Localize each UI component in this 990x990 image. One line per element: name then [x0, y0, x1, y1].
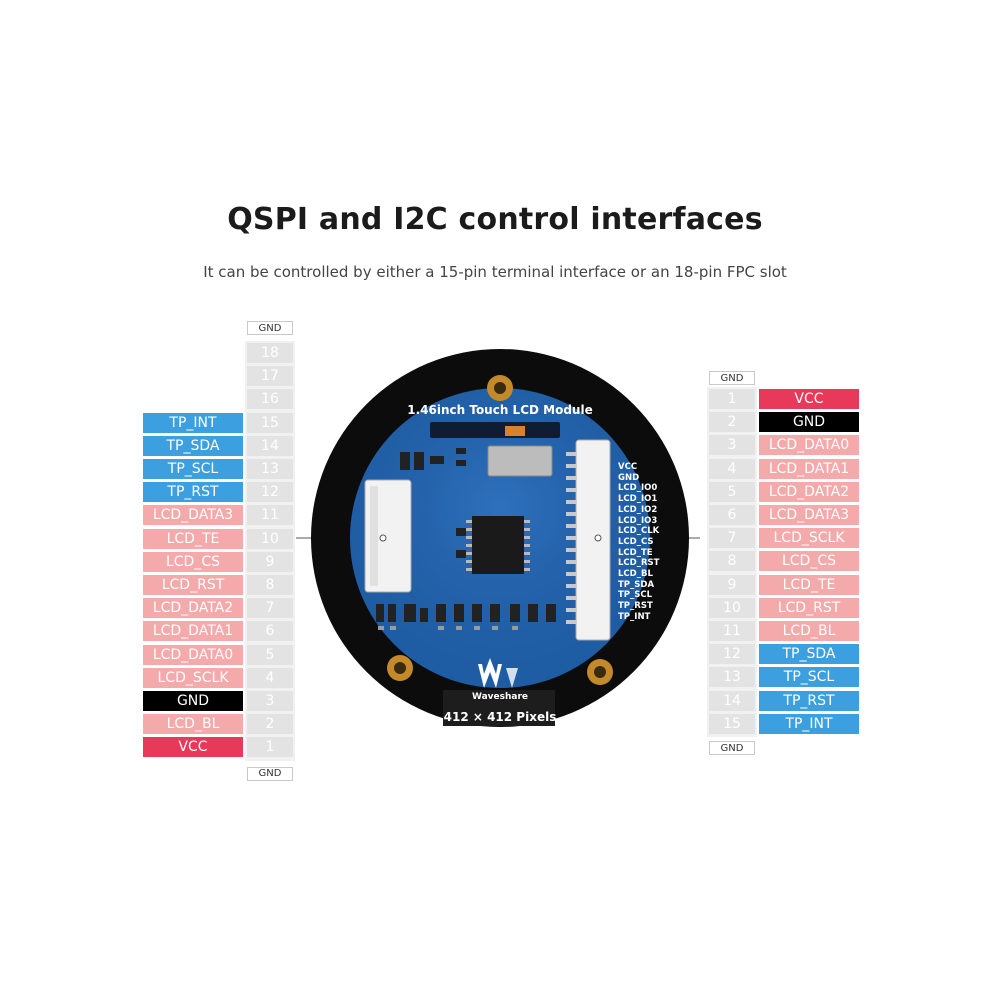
left-pin-number: 2 [247, 714, 293, 735]
left-pin-label: LCD_DATA1 [143, 621, 243, 642]
right-pin-label: LCD_CS [759, 551, 859, 572]
right-pin-number: 3 [709, 435, 755, 456]
left-pin-label: LCD_TE [143, 528, 243, 549]
right-pin-label: GND [759, 412, 859, 433]
right-pin-label: TP_INT [759, 713, 859, 734]
silkscreen-label: VCC [618, 462, 638, 472]
board-name: 1.46inch Touch LCD Module [407, 403, 593, 417]
left-pin-label: LCD_SCLK [143, 667, 243, 688]
right-gnd-bottom: GND [709, 741, 755, 755]
board-brand: Waveshare [471, 692, 529, 702]
mount-hole-top [487, 375, 513, 401]
left-pin-label: LCD_DATA0 [143, 644, 243, 665]
silkscreen-label: TP_SDA [618, 579, 655, 590]
left-pin-number: 13 [247, 459, 293, 479]
left-pin-number: 17 [247, 366, 293, 387]
silkscreen-label: GND [618, 472, 640, 483]
right-pin-number: 11 [709, 621, 755, 641]
left-pin-number: 5 [247, 644, 293, 665]
pcb-disc [350, 388, 650, 688]
right-pin-label: TP_SCL [759, 667, 859, 688]
left-pin-number: 15 [247, 412, 293, 433]
left-gnd-bottom: GND [247, 766, 293, 781]
right-pin-number: 15 [709, 713, 755, 734]
left-pin-label: LCD_DATA3 [143, 505, 243, 526]
left-pin-number: 14 [247, 435, 293, 456]
right-pin-number: 8 [709, 551, 755, 572]
right-gnd-top: GND [709, 371, 755, 385]
left-pin-number: 1 [247, 737, 293, 758]
board-resolution: 412 × 412 Pixels [443, 710, 557, 724]
silkscreen-label: TP_RST [618, 601, 653, 612]
terminal-connector-right [575, 439, 611, 641]
right-pin-number: 5 [709, 481, 755, 502]
left-pin-label: GND [143, 691, 243, 711]
fpc-connector-left [364, 479, 412, 593]
left-pin-label: VCC [143, 737, 243, 758]
left-pin-number: 9 [247, 551, 293, 572]
right-pin-number: 12 [709, 644, 755, 665]
left-pin-number: 3 [247, 691, 293, 711]
right-pin-label: LCD_DATA0 [759, 435, 859, 456]
silkscreen-label: LCD_CLK [618, 526, 660, 537]
page-subtitle: It can be controlled by either a 15-pin … [203, 263, 787, 281]
right-pin-number: 10 [709, 597, 755, 618]
left-pin-number: 7 [247, 598, 293, 619]
silkscreen-label: LCD_TE [618, 547, 653, 558]
silkscreen-label: TP_SCL [618, 590, 653, 601]
left-pin-number: 18 [247, 343, 293, 363]
silkscreen-label: LCD_IO3 [618, 515, 658, 526]
right-pin-number: 6 [709, 505, 755, 525]
page-title: QSPI and I2C control interfaces [227, 202, 763, 237]
mount-hole-right [587, 659, 613, 685]
right-pin-number: 14 [709, 690, 755, 711]
right-pin-number: 9 [709, 574, 755, 595]
right-pin-label: TP_RST [759, 690, 859, 711]
right-pin-number: 2 [709, 412, 755, 433]
right-pin-number: 4 [709, 458, 755, 479]
mount-hole-left [387, 655, 413, 681]
right-pin-label: LCD_BL [759, 621, 859, 641]
left-pin-label: TP_RST [143, 482, 243, 503]
main-ic [472, 516, 524, 574]
left-pin-label: TP_SCL [143, 459, 243, 479]
silkscreen-label: LCD_IO0 [618, 483, 658, 494]
silkscreen-label: LCD_IO2 [618, 504, 658, 515]
right-pin-label: TP_SDA [759, 644, 859, 665]
left-pin-label: TP_INT [143, 412, 243, 433]
left-pin-label: LCD_BL [143, 714, 243, 735]
left-pin-number: 4 [247, 667, 293, 688]
silkscreen-label: LCD_CS [618, 536, 654, 547]
right-pin-number: 1 [709, 389, 755, 409]
silkscreen-label: LCD_RST [618, 558, 660, 569]
right-pin-number: 7 [709, 528, 755, 549]
right-pin-label: VCC [759, 389, 859, 409]
silkscreen-label: LCD_IO1 [618, 494, 658, 505]
right-pin-label: LCD_TE [759, 574, 859, 595]
left-pin-number: 16 [247, 389, 293, 410]
left-pin-number: 8 [247, 575, 293, 595]
right-pin-label: LCD_SCLK [759, 528, 859, 549]
left-pin-number: 10 [247, 528, 293, 549]
left-pin-label: LCD_DATA2 [143, 598, 243, 619]
right-pin-label: LCD_DATA2 [759, 481, 859, 502]
right-pin-label: LCD_DATA3 [759, 505, 859, 525]
waveshare-logo [478, 658, 518, 688]
right-pin-number: 13 [709, 667, 755, 688]
left-pin-number: 6 [247, 621, 293, 642]
left-pin-label: TP_SDA [143, 435, 243, 456]
silkscreen-label: TP_INT [618, 611, 651, 622]
right-pin-label: LCD_DATA1 [759, 458, 859, 479]
silkscreen-label: LCD_BL [618, 569, 653, 580]
left-pin-label: LCD_RST [143, 575, 243, 595]
left-pin-label: LCD_CS [143, 551, 243, 572]
left-pin-number: 11 [247, 505, 293, 526]
left-gnd-top: GND [247, 321, 293, 335]
right-pin-label: LCD_RST [759, 597, 859, 618]
left-pin-number: 12 [247, 482, 293, 503]
